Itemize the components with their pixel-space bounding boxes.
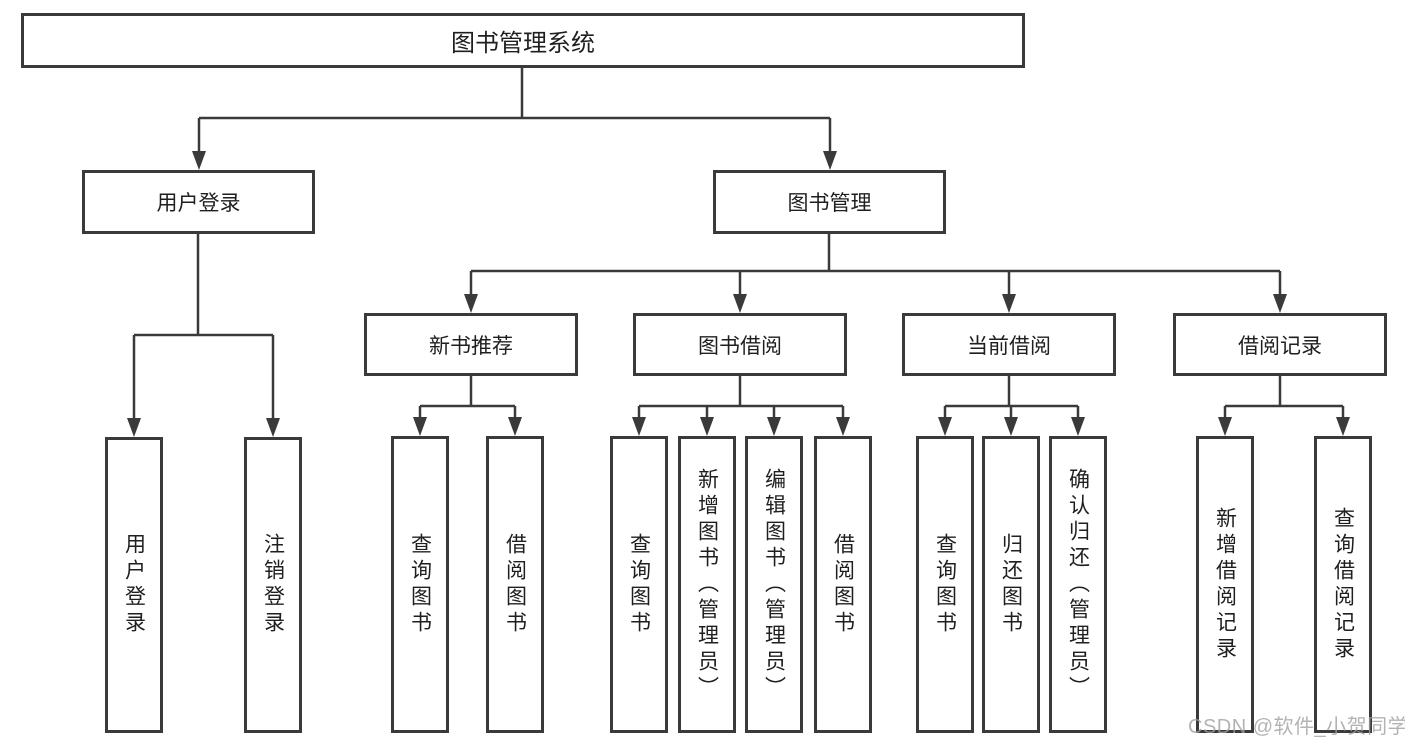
node-label: 当前借阅 [967,334,1051,358]
node-leaf-query-borrow-record: 查询借阅记录 [1314,436,1372,733]
node-leaf-query-books-1: 查询图书 [391,436,449,733]
node-book-borrowing: 图书借阅 [633,313,847,376]
node-label: 借阅记录 [1238,334,1322,358]
node-leaf-borrow-books-1: 借阅图书 [486,436,544,733]
node-leaf-add-books-admin: 新增图书（管理员） [678,436,736,733]
node-leaf-user-login: 用户登录 [105,437,163,733]
node-label: 查询图书 [627,532,651,637]
node-leaf-confirm-return-admin: 确认归还（管理员） [1049,436,1107,733]
node-label: 借阅图书 [831,532,855,637]
node-label: 归还图书 [999,532,1023,637]
node-new-book-recommendation: 新书推荐 [364,313,578,376]
node-library-management-system: 图书管理系统 [21,13,1025,68]
node-label: 图书管理系统 [451,30,595,57]
node-label: 借阅图书 [503,532,527,637]
node-leaf-query-books-3: 查询图书 [916,436,974,733]
node-book-management-branch: 图书管理 [713,170,946,234]
node-label: 查询借阅记录 [1331,506,1355,663]
node-leaf-add-borrow-record: 新增借阅记录 [1196,436,1254,733]
node-leaf-return-books: 归还图书 [982,436,1040,733]
node-borrowing-records: 借阅记录 [1173,313,1387,376]
node-label: 新增借阅记录 [1213,506,1237,663]
node-label: 编辑图书（管理员） [762,467,786,702]
csdn-watermark: CSDN @软件_小贺同学 [1188,716,1405,738]
node-leaf-edit-books-admin: 编辑图书（管理员） [745,436,803,733]
node-label: 查询图书 [933,532,957,637]
node-label: 图书借阅 [698,334,782,358]
node-label: 注销登录 [261,533,285,637]
node-label: 图书管理 [787,192,872,215]
node-label: 新书推荐 [429,334,513,358]
node-label: 查询图书 [408,532,432,637]
node-user-login-branch: 用户登录 [82,170,315,234]
node-leaf-logout: 注销登录 [244,437,302,733]
node-leaf-query-books-2: 查询图书 [610,436,668,733]
node-label: 确认归还（管理员） [1066,467,1090,702]
node-current-borrowing: 当前借阅 [902,313,1116,376]
node-leaf-borrow-books-2: 借阅图书 [814,436,872,733]
node-label: 用户登录 [156,192,241,215]
node-label: 新增图书（管理员） [695,467,719,702]
node-label: 用户登录 [122,533,146,637]
